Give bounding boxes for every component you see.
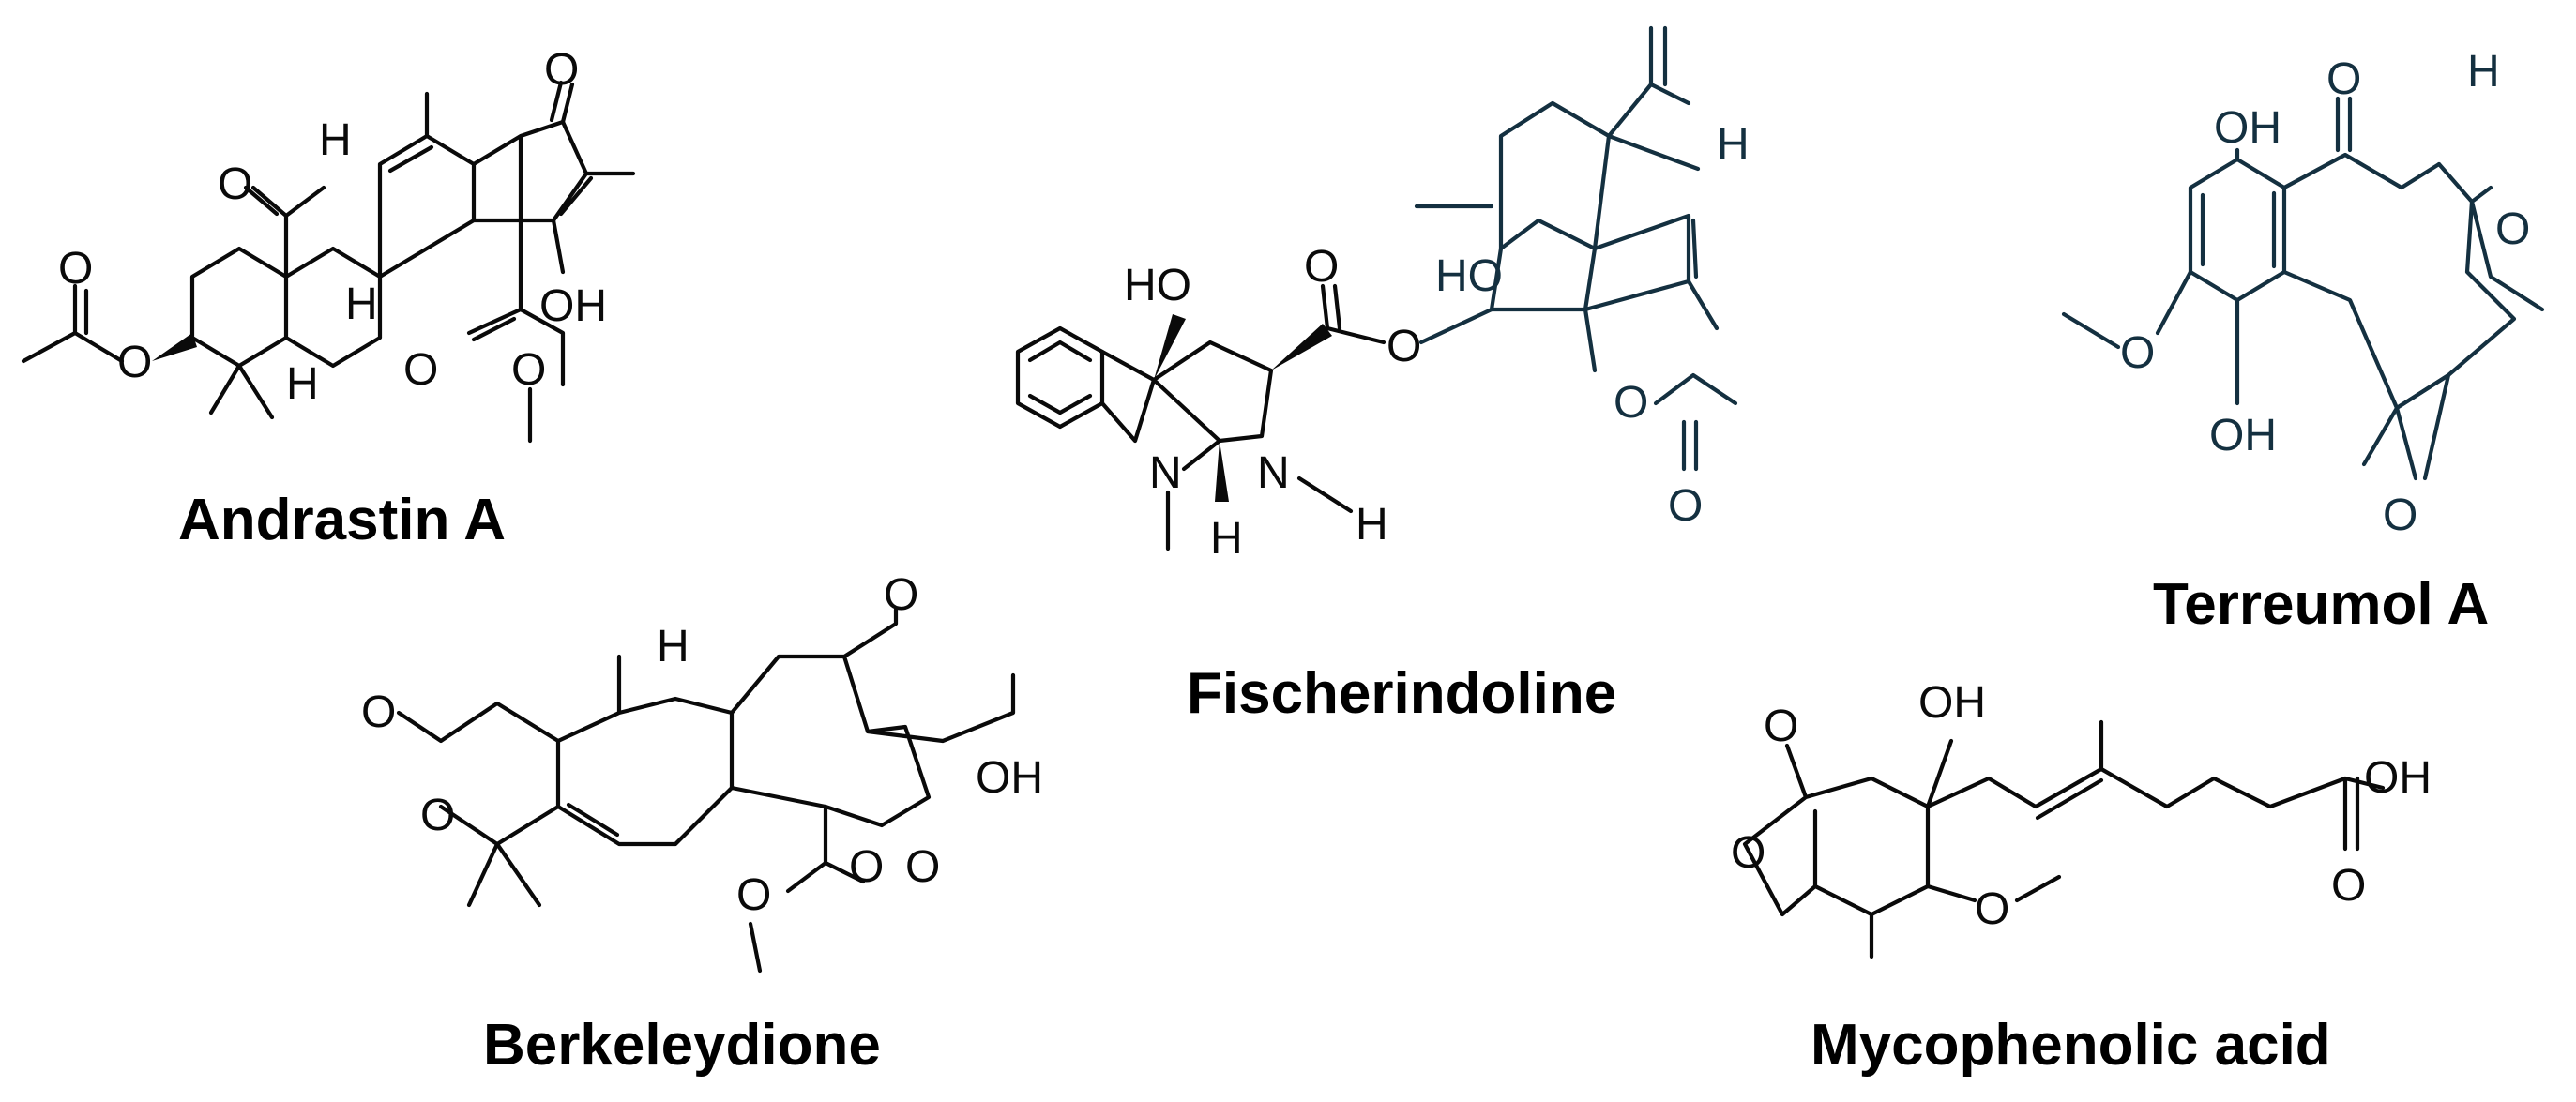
atom-andrastin-h-5: H [286,359,319,409]
atom-berkeleydione-oh: OH [976,753,1043,803]
atom-mycophenolic-o-methoxy: O [1975,884,2009,934]
atom-terreumol-o-epoxide-2: O [2383,491,2417,540]
atom-fischerindoline-h-pyrrolidine: H [1356,500,1388,550]
atom-terreumol-o-ketone: O [2326,54,2361,104]
fischerindoline-structure: N H N H HO O O HO H O O [1015,25,1750,564]
atom-mycophenolic-o-lactone: O [1764,702,1798,751]
atom-andrastin-h-9: H [345,279,378,329]
atom-mycophenolic-oh-aryl: OH [1918,678,1986,728]
atom-terreumol-o-methoxy: O [2120,328,2155,378]
atom-berkeleydione-h-top: H [657,622,689,672]
atom-berkeleydione-o-ester: O [849,842,884,892]
atom-fischerindoline-o-acetyl: O [1668,481,1703,531]
atom-berkeleydione-o-lactone-carbonyl: O [361,687,396,737]
mycophenolic-acid-structure: O O OH O OH O [1731,678,2432,959]
atom-mycophenolic-o-acid: O [2331,861,2366,911]
atom-fischerindoline-ho-decalin: HO [1435,251,1503,301]
andrastin-a-structure: O O O H O OH H H O O [21,45,636,444]
atom-berkeleydione-o-ester-methoxy: O [736,870,771,920]
atom-fischerindoline-h-decalin: H [1717,120,1750,170]
atom-andrastin-oh: OH [539,281,607,331]
atom-fischerindoline-n-indole: N [1149,448,1182,498]
atom-terreumol-h-epoxide: H [2467,47,2500,97]
atom-berkeleydione-o-ketone-2: O [905,842,940,892]
atom-terreumol-oh-top: OH [2214,103,2281,153]
atom-fischerindoline-o-carbonyl: O [1304,242,1339,292]
atom-terreumol-o-epoxide-1: O [2495,204,2530,254]
label-fischerindoline: Fischerindoline [1187,661,1616,726]
atom-andrastin-o-acetyl: O [58,244,93,294]
atom-fischerindoline-o-link: O [1386,322,1421,371]
atom-terreumol-oh-bottom: OH [2209,411,2277,460]
label-terreumol-a: Terreumol A [2153,572,2489,637]
atom-andrastin-o-methoxy-carbonyl: O [403,345,438,395]
atom-berkeleydione-o-ring: O [420,791,455,840]
atom-andrastin-o-methoxy: O [511,345,546,395]
atom-fischerindoline-n-pyrrolidine: N [1257,448,1290,498]
atom-berkeleydione-o-ketone-1: O [884,570,918,620]
atom-andrastin-o-aldehyde: O [218,159,252,209]
label-mycophenolic-acid: Mycophenolic acid [1811,1013,2331,1078]
atom-fischerindoline-ho-top: HO [1124,261,1191,310]
atom-mycophenolic-o-ring: O [1731,828,1765,878]
label-berkeleydione: Berkeleydione [483,1013,881,1078]
atom-fischerindoline-o-acetoxy: O [1614,378,1648,428]
atom-andrastin-o-ketone: O [544,45,579,95]
terreumol-a-structure: OH OH O O H O O [2061,47,2545,540]
berkeleydione-structure: O O H O OH O O O [361,570,1043,974]
atom-mycophenolic-oh-acid: OH [2364,753,2432,803]
label-andrastin-a: Andrastin A [178,488,506,552]
atom-fischerindoline-h-indole: H [1210,514,1243,564]
atom-andrastin-o-ester: O [117,338,152,387]
atom-andrastin-h-aldehyde: H [319,115,352,165]
